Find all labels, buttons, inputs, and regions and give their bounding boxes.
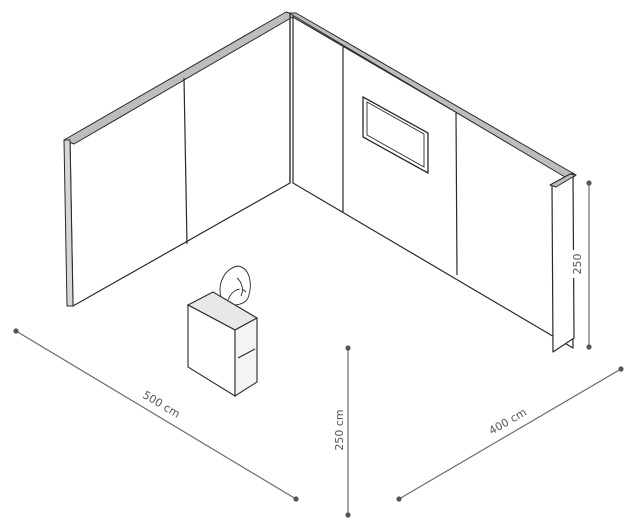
screen-icon (362, 95, 429, 175)
height-label: 250 cm (333, 409, 346, 450)
counter-icon (186, 291, 259, 398)
left-wall (63, 11, 297, 307)
right-end-panel (549, 172, 577, 353)
right-wall (288, 12, 577, 349)
height-dimension: 250 cm (332, 345, 351, 518)
wall-height-dimension: 250 (570, 180, 592, 350)
width-label: 500 cm (140, 388, 182, 420)
wall-height-label: 250 (571, 254, 584, 275)
depth-dimension: 400 cm (396, 366, 624, 502)
